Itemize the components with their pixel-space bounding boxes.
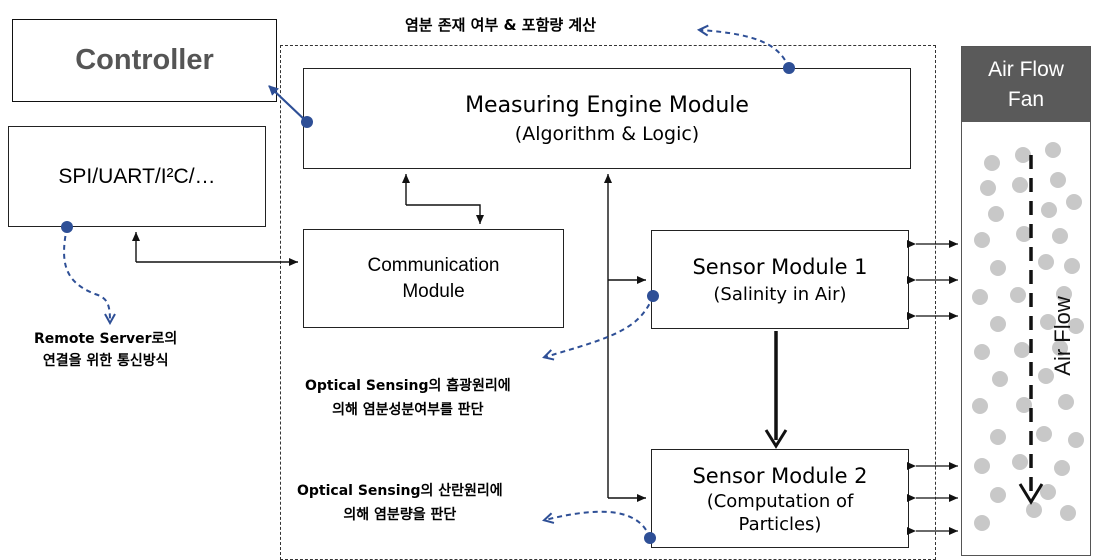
sensor-1-subtitle: (Salinity in Air) [713, 283, 847, 305]
interface-box[interactable]: SPI/UART/I²C/… [8, 126, 266, 227]
measuring-engine-box[interactable]: Measuring Engine Module (Algorithm & Log… [303, 68, 911, 169]
sensor-module-1-box[interactable]: Sensor Module 1 (Salinity in Air) [651, 230, 909, 329]
callout-remote [61, 221, 110, 322]
air-particles [972, 142, 1084, 531]
optical1-line2: 의해 염분성분여부를 판단 [332, 402, 484, 418]
controller-label: Controller [75, 44, 214, 76]
sensor-airflow-arrows [907, 240, 958, 535]
sensor-2-line2: (Computation of [706, 490, 854, 512]
optical-scattering-note: Optical Sensing의 산란원리에 의해 염분량을 판단 [297, 479, 503, 527]
engine-sensor-connector [604, 174, 646, 502]
top-annotation: 염분 존재 여부 & 포함량 계산 [405, 16, 596, 34]
sensor-1-title: Sensor Module 1 [692, 254, 868, 279]
measuring-engine-subtitle: (Algorithm & Logic) [514, 122, 700, 145]
optical2-line1: Optical Sensing의 산란원리에 [297, 483, 503, 499]
optical-absorption-note: Optical Sensing의 흡광원리에 의해 염분성분여부를 판단 [305, 374, 511, 422]
communication-line2: Module [402, 280, 465, 302]
controller-box[interactable]: Controller [12, 19, 277, 102]
communication-line1: Communication [367, 254, 500, 276]
communication-module-box[interactable]: Communication Module [303, 229, 564, 328]
airflow-fan-header: Air Flow Fan [962, 47, 1090, 122]
engine-comm-connector [402, 174, 484, 224]
sensor-2-line3: Particles) [738, 513, 822, 535]
controller-engine-link [268, 85, 313, 128]
interface-label: SPI/UART/I²C/… [58, 164, 216, 188]
sensor1-to-sensor2-arrow [764, 331, 788, 449]
airflow-direction-arrow [1018, 155, 1044, 505]
remote-server-note: Remote Server로의 연결을 위한 통신방식 [34, 328, 177, 372]
optical1-line1: Optical Sensing의 흡광원리에 [305, 378, 511, 394]
interface-comm-connector [132, 232, 298, 266]
airflow-fan-line2: Fan [1007, 88, 1045, 111]
sensor-module-2-box[interactable]: Sensor Module 2 (Computation of Particle… [651, 449, 909, 548]
callout-optical1 [545, 290, 659, 357]
remote-note-line1: Remote Server로의 [34, 331, 178, 347]
optical2-line2: 의해 염분량을 판단 [343, 507, 457, 523]
airflow-axis-label: Air Flow [1050, 296, 1075, 376]
measuring-engine-title: Measuring Engine Module [465, 92, 749, 118]
callout-top [700, 30, 795, 74]
remote-note-line2: 연결을 위한 통신방식 [42, 353, 169, 369]
sensor-2-title: Sensor Module 2 [692, 463, 868, 488]
callout-optical2 [545, 510, 656, 544]
airflow-fan-line1: Air Flow [988, 58, 1064, 81]
